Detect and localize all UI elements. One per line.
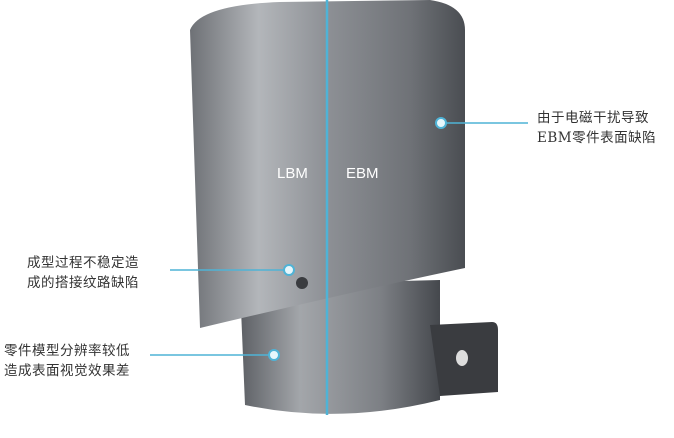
callout-lines — [150, 122, 528, 356]
lbm-label: LBM — [277, 165, 308, 182]
callout-resolution-defect: 零件模型分辨率较低造成表面视觉效果差 — [4, 343, 130, 379]
callout-overlap-defect: 成型过程不稳定造成的搭接纹路缺陷 — [27, 255, 139, 291]
hole — [296, 277, 308, 289]
callout-dots — [268, 117, 447, 361]
lower-cylinder — [240, 280, 440, 414]
bracket-hole — [456, 350, 468, 366]
ebm-label: EBM — [346, 165, 379, 182]
